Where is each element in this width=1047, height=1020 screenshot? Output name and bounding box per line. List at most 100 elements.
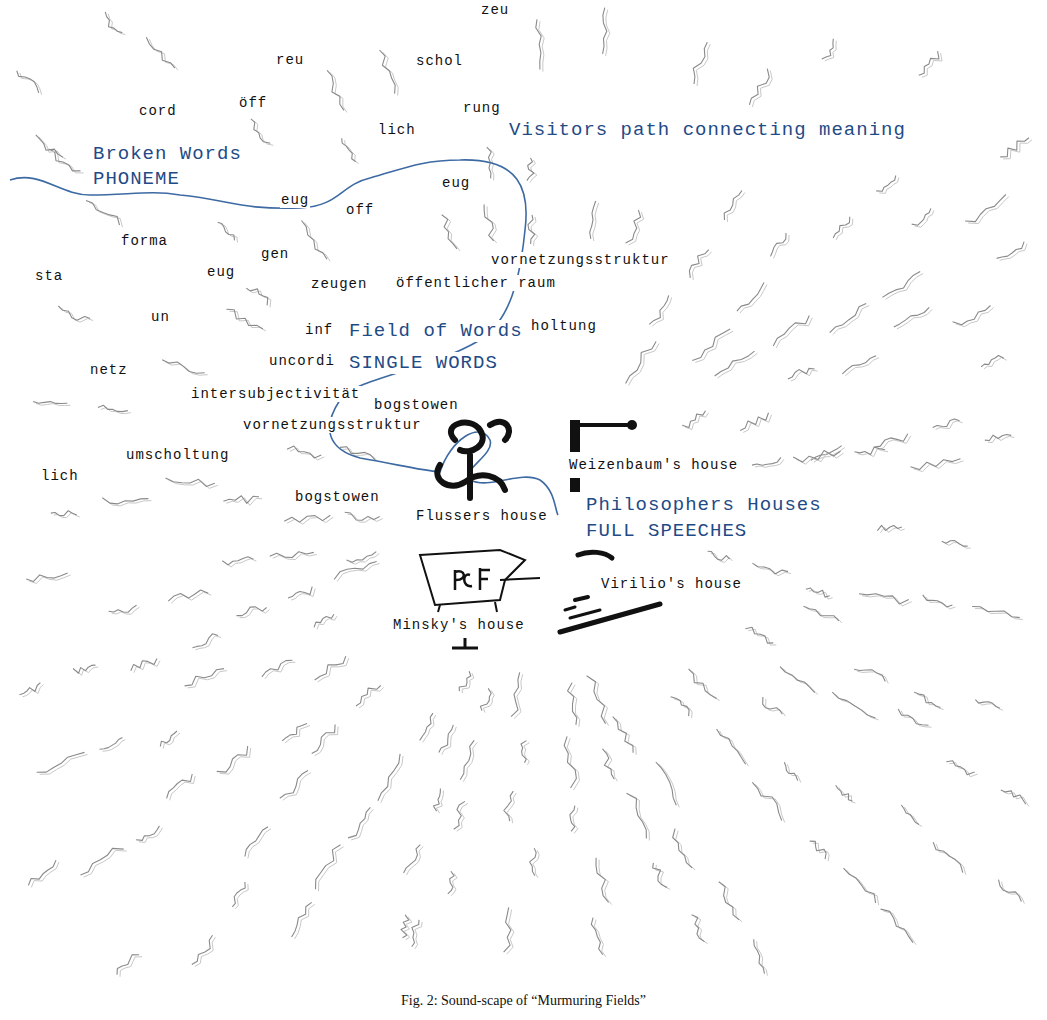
sound-mark bbox=[81, 848, 124, 875]
sound-mark bbox=[26, 573, 67, 581]
sound-mark bbox=[292, 902, 312, 937]
sound-mark bbox=[287, 446, 321, 458]
sound-mark bbox=[401, 915, 409, 938]
weizenbaum-house-icon bbox=[570, 420, 637, 492]
sound-mark bbox=[36, 135, 63, 157]
sound-mark-shadow bbox=[462, 673, 474, 693]
sound-mark bbox=[380, 50, 396, 94]
sound-mark bbox=[251, 119, 270, 143]
sound-mark-shadow bbox=[833, 306, 870, 335]
sound-mark bbox=[327, 70, 344, 110]
sound-mark bbox=[999, 880, 1022, 902]
word-label: lich bbox=[377, 122, 417, 138]
sound-mark bbox=[780, 667, 815, 693]
sound-mark-shadow bbox=[103, 740, 126, 752]
sound-mark bbox=[912, 208, 931, 225]
sound-mark bbox=[692, 915, 705, 942]
sound-mark-shadow bbox=[839, 787, 856, 803]
sound-mark-shadow bbox=[283, 773, 311, 801]
sound-mark bbox=[975, 700, 1000, 709]
sound-mark-shadow bbox=[381, 756, 403, 803]
sound-mark bbox=[504, 907, 511, 952]
sound-mark bbox=[262, 660, 293, 677]
sound-mark bbox=[752, 563, 788, 574]
sound-mark bbox=[972, 607, 1020, 618]
sound-mark bbox=[570, 806, 575, 832]
sound-mark bbox=[245, 827, 268, 857]
sound-mark bbox=[981, 356, 1004, 367]
sound-mark bbox=[844, 868, 876, 903]
sound-mark bbox=[832, 692, 875, 718]
sound-mark bbox=[1001, 790, 1026, 804]
sound-mark bbox=[763, 697, 783, 714]
sound-mark-shadow bbox=[897, 309, 932, 329]
sound-mark bbox=[314, 614, 334, 627]
sound-mark-shadow bbox=[949, 763, 977, 777]
sound-mark bbox=[656, 762, 677, 805]
sound-mark-shadow bbox=[975, 609, 1023, 620]
sound-mark bbox=[348, 807, 370, 838]
sound-mark bbox=[484, 204, 494, 241]
sound-mark bbox=[316, 845, 341, 889]
sound-mark-shadow bbox=[825, 41, 837, 61]
word-label: Weizenbaum's house bbox=[568, 457, 739, 473]
sound-mark bbox=[378, 754, 400, 801]
sound-mark bbox=[342, 138, 356, 162]
sound-mark bbox=[997, 242, 1025, 259]
sound-mark bbox=[302, 221, 328, 260]
sound-mark-shadow bbox=[904, 807, 922, 827]
sound-mark-shadow bbox=[305, 223, 331, 262]
word-label: un bbox=[150, 309, 171, 325]
sound-mark bbox=[946, 761, 974, 775]
word-label: Virilio's house bbox=[600, 576, 743, 592]
word-label: öff bbox=[238, 95, 268, 111]
sound-mark-shadow bbox=[52, 151, 84, 173]
sound-mark bbox=[682, 411, 705, 428]
sound-mark-shadow bbox=[571, 685, 580, 727]
sound-mark bbox=[1000, 138, 1029, 157]
sound-mark bbox=[875, 434, 908, 447]
sound-mark bbox=[232, 882, 245, 907]
sound-mark bbox=[480, 688, 491, 710]
region-label: FULL SPEECHES bbox=[585, 520, 748, 542]
sound-mark bbox=[587, 676, 606, 724]
sound-mark bbox=[117, 955, 139, 975]
sound-mark-shadow bbox=[487, 206, 497, 243]
word-label: eug bbox=[441, 175, 471, 191]
sound-mark bbox=[160, 731, 177, 747]
sound-mark bbox=[284, 515, 330, 522]
sound-mark bbox=[442, 215, 457, 249]
sound-mark bbox=[740, 413, 768, 431]
flusser-house-icon bbox=[437, 422, 509, 498]
sound-mark bbox=[745, 627, 773, 643]
sound-mark bbox=[98, 405, 128, 411]
sound-mark-shadow bbox=[757, 941, 768, 975]
sound-mark-shadow bbox=[652, 297, 672, 326]
sound-mark bbox=[521, 741, 527, 763]
sound-mark bbox=[965, 195, 1006, 222]
sound-mark bbox=[673, 829, 692, 868]
word-label: rung bbox=[462, 100, 502, 116]
sound-mark bbox=[942, 541, 968, 547]
sound-mark-shadow bbox=[692, 252, 711, 280]
word-label: holtung bbox=[530, 318, 598, 334]
region-label: PHONEME bbox=[92, 168, 181, 190]
sound-mark bbox=[749, 69, 769, 105]
sound-mark bbox=[105, 12, 122, 33]
sound-mark bbox=[689, 669, 717, 699]
region-label: Visitors path connecting meaning bbox=[508, 119, 907, 141]
sound-mark-shadow bbox=[692, 671, 720, 701]
sound-mark bbox=[222, 557, 253, 565]
sound-mark bbox=[226, 309, 263, 329]
sound-mark bbox=[136, 826, 160, 841]
sound-mark-shadow bbox=[285, 726, 310, 743]
sound-mark-shadow bbox=[337, 564, 380, 582]
word-label: forma bbox=[120, 233, 169, 249]
sound-mark bbox=[223, 496, 259, 504]
sound-mark bbox=[693, 42, 707, 84]
sound-mark bbox=[882, 272, 920, 298]
sound-mark bbox=[914, 692, 940, 707]
sound-mark bbox=[20, 683, 41, 695]
sound-mark bbox=[86, 200, 120, 225]
sound-mark bbox=[855, 447, 886, 455]
